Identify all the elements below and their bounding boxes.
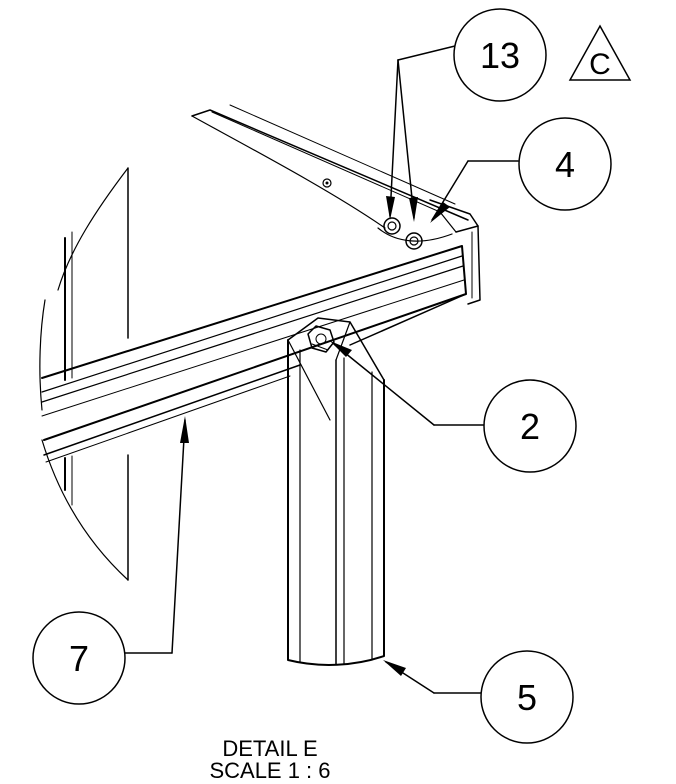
- fasteners: [383, 217, 423, 250]
- revision-letter: C: [589, 48, 611, 81]
- leg-bolt: [307, 325, 335, 353]
- balloon-2-label: 2: [520, 406, 540, 447]
- balloon-2: 2: [483, 379, 577, 473]
- balloon-7: 7: [32, 611, 126, 705]
- balloon-4: 4: [518, 117, 612, 211]
- detail-title: DETAIL E: [222, 736, 317, 761]
- background-panel: [64, 167, 129, 581]
- detail-boundary: [39, 167, 129, 581]
- leader-lines: [124, 45, 519, 694]
- back-rail: [191, 104, 479, 233]
- detail-scale: SCALE 1 : 6: [209, 758, 330, 783]
- balloon-5-label: 5: [517, 677, 537, 718]
- balloon-5: 5: [480, 650, 574, 744]
- revision-triangle: C: [568, 24, 632, 81]
- balloon-13: 13: [453, 8, 547, 102]
- balloon-7-label: 7: [69, 638, 89, 679]
- vertical-leg: [287, 317, 385, 666]
- balloon-13-label: 13: [480, 35, 520, 76]
- corner-bracket: [377, 225, 481, 305]
- detail-caption: DETAIL E SCALE 1 : 6: [209, 736, 330, 783]
- front-beam: [41, 245, 467, 463]
- balloon-4-label: 4: [555, 144, 575, 185]
